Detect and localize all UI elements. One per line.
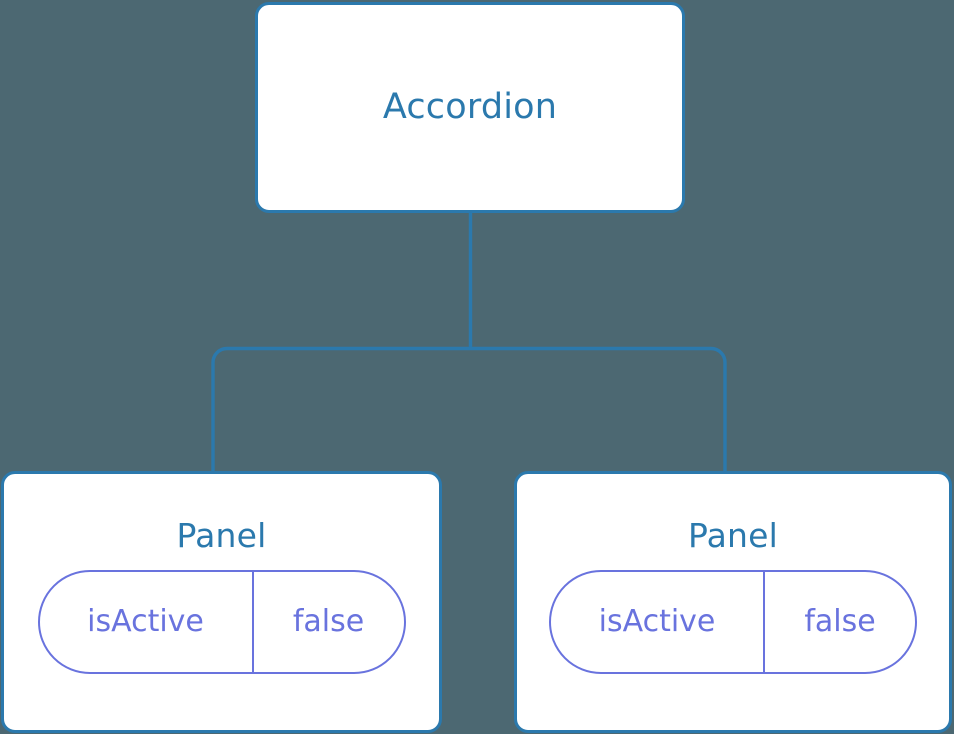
node-panel-0-state-value: false bbox=[292, 604, 365, 639]
node-panel-1-state-key: isActive bbox=[551, 572, 765, 672]
node-panel-0-state-key: isActive bbox=[40, 572, 254, 672]
node-accordion[interactable]: Accordion bbox=[255, 2, 685, 213]
edge-branch-right bbox=[470, 346, 727, 474]
node-panel-0[interactable]: Panel isActive false bbox=[1, 471, 442, 733]
node-panel-1-title: Panel bbox=[687, 516, 779, 555]
node-panel-1-state-pill[interactable]: isActive false bbox=[549, 570, 917, 674]
node-panel-1[interactable]: Panel isActive false bbox=[514, 471, 952, 733]
node-accordion-title: Accordion bbox=[382, 87, 558, 127]
edge-branch-left bbox=[211, 346, 471, 474]
node-panel-1-state-value: false bbox=[804, 604, 876, 639]
node-panel-0-state-pill[interactable]: isActive false bbox=[37, 570, 406, 674]
node-panel-0-title: Panel bbox=[176, 516, 267, 555]
